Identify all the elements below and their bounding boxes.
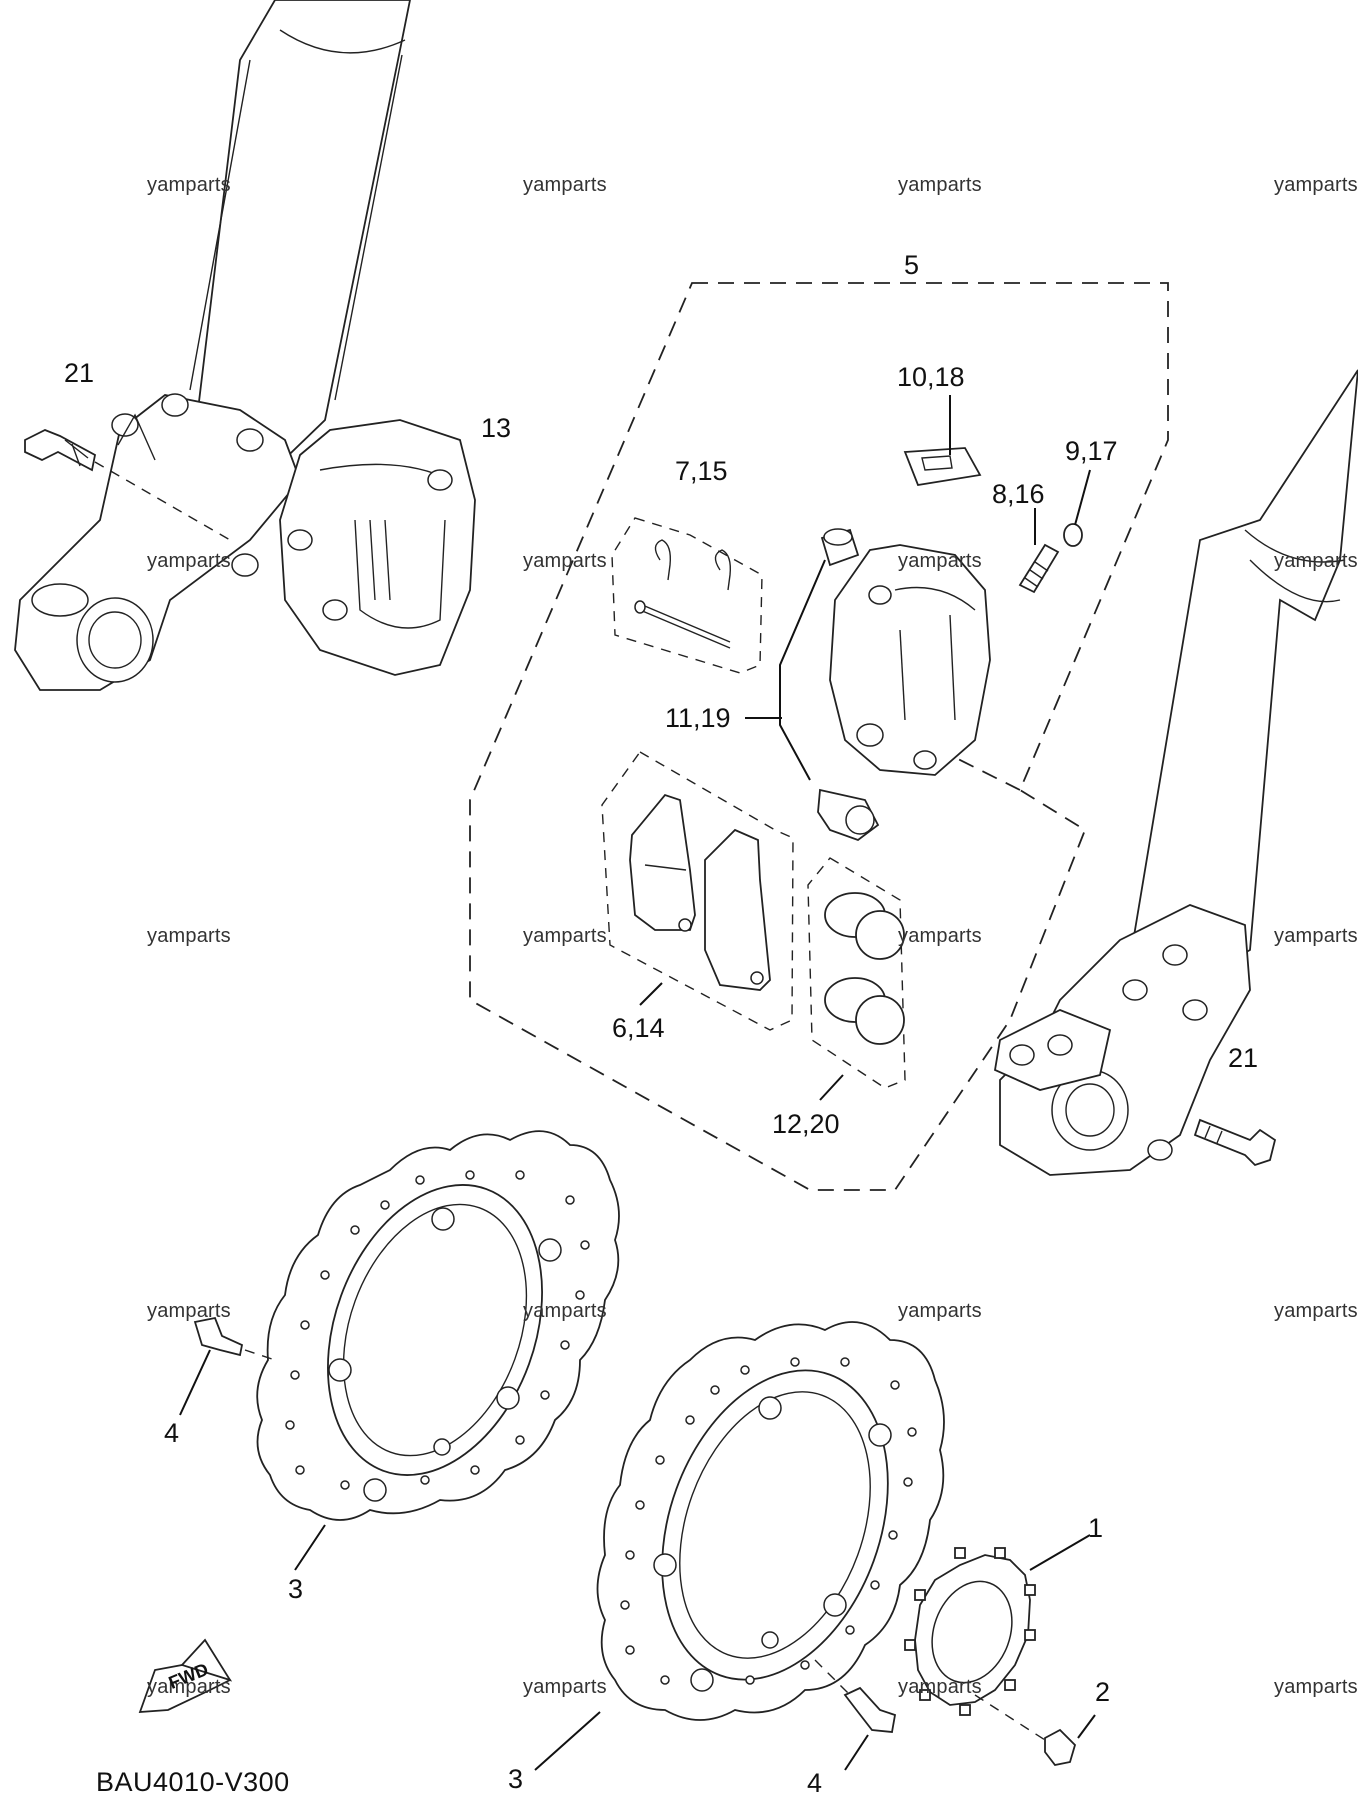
callout-4-left: 4 [164,1418,180,1448]
left-disc-bolt [179,1316,276,1416]
watermark: yamparts [898,174,982,196]
pad-plate [903,395,982,487]
left-fork-assembly [14,0,476,691]
sensor-screw [974,1694,1096,1766]
brake-pads [601,751,794,1031]
pistons [807,857,906,1101]
left-brake-disc [256,1130,620,1571]
watermark: yamparts [523,1676,607,1698]
callout-3-left: 3 [288,1574,304,1604]
diagram-code: BAU4010-V300 [96,1767,290,1797]
abs-sensor-ring [904,1534,1091,1716]
watermark: yamparts [898,1300,982,1322]
watermark: yamparts [147,925,231,947]
right-fork-assembly [993,369,1358,1176]
watermark: yamparts [1274,174,1358,196]
callout-5: 5 [904,250,920,280]
callout-13: 13 [481,413,512,443]
bleed-screw [1018,469,1091,594]
callout-8-16: 8,16 [992,479,1045,509]
callout-4-right: 4 [807,1768,823,1798]
watermark: yamparts [898,925,982,947]
callout-21-right: 21 [1228,1043,1259,1073]
watermark: yamparts [898,550,982,572]
watermark: yamparts [1274,550,1358,572]
callout-10-18: 10,18 [897,362,965,392]
watermark: yamparts [523,174,607,196]
watermark: yamparts [898,1676,982,1698]
watermark: yamparts [1274,1300,1358,1322]
watermark: yamparts [523,1300,607,1322]
callout-2: 2 [1095,1677,1111,1707]
watermark: yamparts [147,174,231,196]
watermark: yamparts [523,925,607,947]
callout-11-19: 11,19 [665,703,731,733]
callout-1: 1 [1088,1513,1104,1543]
watermark: yamparts [147,1300,231,1322]
callout-3-right: 3 [508,1764,524,1794]
caliper-body [745,528,991,842]
watermark: yamparts [147,1676,231,1698]
watermark: yamparts [147,550,231,572]
watermark: yamparts [1274,925,1358,947]
callout-7-15: 7,15 [675,456,728,486]
fwd-arrow-icon [138,1638,233,1713]
right-disc-bolt [814,1659,897,1771]
callout-21-left: 21 [64,358,95,388]
callout-6-14: 6,14 [612,1013,665,1043]
callout-9-17: 9,17 [1065,436,1118,466]
right-brake-disc [534,1321,945,1771]
watermark: yamparts [1274,1676,1358,1698]
watermark: yamparts [523,550,607,572]
callout-12-20: 12,20 [772,1109,840,1139]
pin-kit [611,517,763,674]
